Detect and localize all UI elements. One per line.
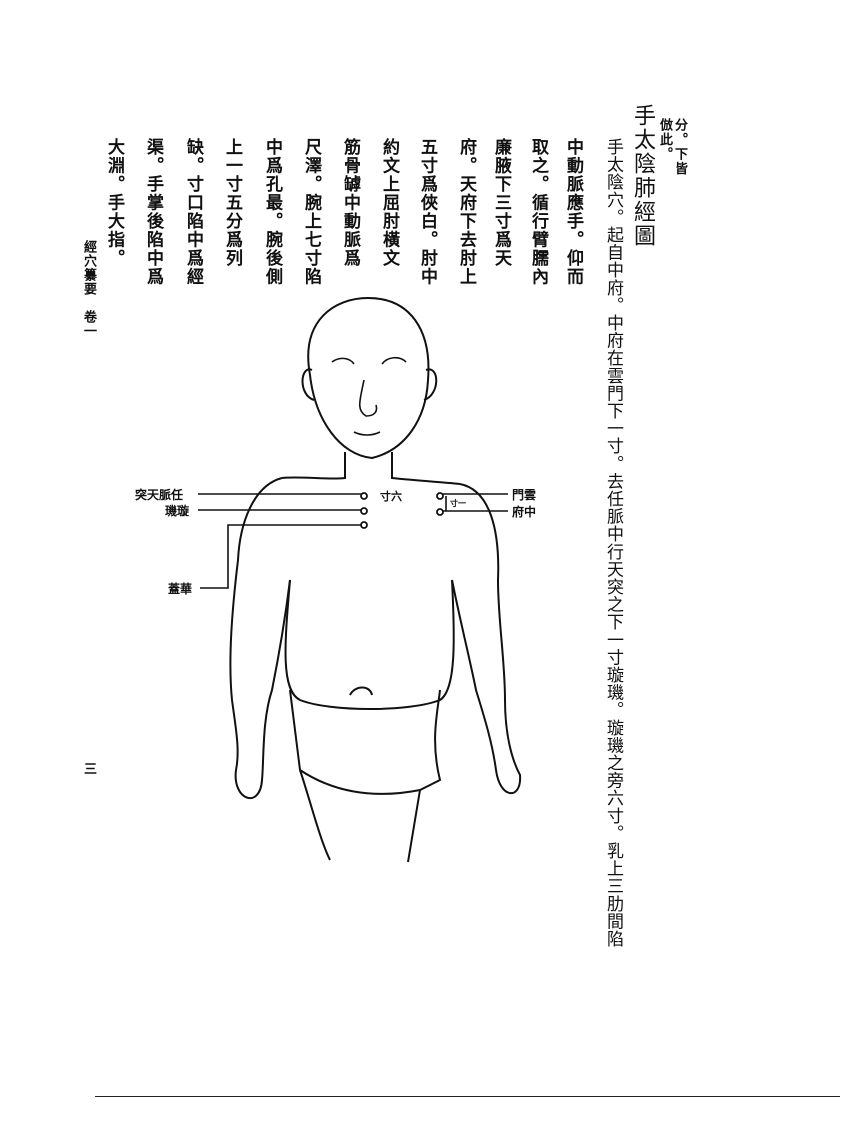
label-zhongfu: 中府 [512, 505, 537, 519]
leader-huagai [200, 524, 361, 589]
label-huagai: 華蓋 [168, 582, 193, 596]
figure-body-outline [229, 477, 522, 800]
label-xuanji: 璇璣 [165, 504, 190, 518]
text-column: 上一寸五分爲列 [222, 138, 242, 268]
figure-nose [358, 379, 378, 417]
text-column: 缺。寸口陷中爲經 [183, 138, 203, 286]
text-column: 中爲孔最。腕後側 [262, 138, 282, 286]
point-tiantu [360, 492, 368, 500]
point-xuanji [360, 507, 368, 515]
text-column: 約文上屈肘橫文 [379, 138, 399, 268]
point-huagai [360, 521, 368, 529]
figure-waistcloth [289, 686, 442, 863]
text-column: 取之。循行臂臑內 [528, 138, 548, 286]
figure-neck [281, 452, 461, 485]
label-tiantu: 任脈天突 [135, 488, 184, 502]
main-text-column: 手太陰穴。起自中府。中府在雲門下一寸。去任脈中行天突之下一寸璇璣。璇璣之旁六寸。… [603, 138, 623, 948]
text-column: 中動脈應手。仰而 [563, 138, 583, 286]
footer-book-title: 經穴纂要 卷一 [81, 240, 96, 338]
text-column: 大淵。手大指。 [104, 138, 124, 268]
text-column: 渠。手掌後陷中爲 [143, 138, 163, 286]
label-one-cun: 一寸 [450, 498, 466, 508]
figure-ear-left [301, 368, 315, 401]
text-column: 筋骨罅中動脈爲 [340, 138, 360, 268]
text-column: 五寸爲俠白。肘中 [417, 138, 437, 286]
text-column: 府。天府下去肘上 [456, 138, 476, 286]
page-title: 手太陰肺經圖 [630, 104, 655, 248]
bottom-rule [95, 1096, 840, 1097]
figure-mouth [353, 431, 381, 436]
label-yunmen: 雲門 [512, 488, 537, 502]
figure-ear-right [423, 368, 438, 401]
text-column: 尺澤。腕上七寸陷 [301, 138, 321, 286]
header-note-2: 倣此。 [657, 118, 672, 162]
figure-head [307, 296, 430, 460]
label-six-cun: 六寸 [380, 490, 402, 503]
point-zhongfu [436, 508, 444, 516]
header-note-1: 分。下皆 [672, 118, 687, 176]
text-column: 廉腋下三寸爲天 [491, 138, 511, 268]
figure-eyes [331, 356, 407, 365]
figure-chest [284, 579, 455, 710]
point-yunmen [436, 492, 444, 500]
page-number: 三 [81, 762, 96, 776]
